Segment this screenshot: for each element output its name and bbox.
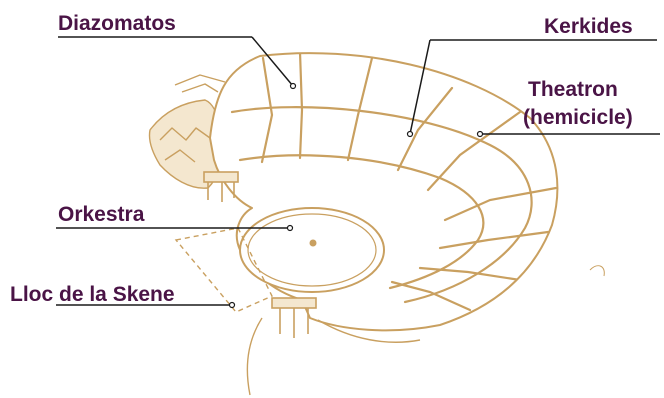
thymele-altar <box>310 240 317 247</box>
label-orkestra: Orkestra <box>58 203 144 227</box>
diazomatos-dot <box>291 84 296 89</box>
skene-dot <box>230 303 235 308</box>
label-diazomatos: Diazomatos <box>58 12 176 36</box>
label-theatron: Theatron <box>528 78 618 102</box>
orkestra-dot <box>288 226 293 231</box>
label-hemicicle: (hemicicle) <box>523 106 633 130</box>
orchestra-circle <box>240 208 384 292</box>
theatron-dot <box>478 132 483 137</box>
kerkides-dot <box>408 132 413 137</box>
label-kerkides: Kerkides <box>544 15 633 39</box>
label-skene: Lloc de la Skene <box>10 283 175 307</box>
theatre-shell <box>210 53 557 330</box>
